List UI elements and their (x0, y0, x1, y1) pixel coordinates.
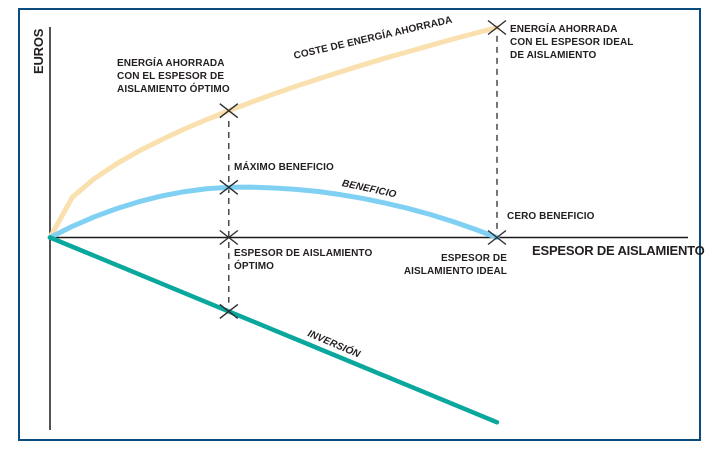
coste-energia-ahorrada-curve (47, 25, 500, 240)
inversion-line (47, 235, 500, 425)
x-marker (219, 229, 239, 246)
x-marker (487, 229, 507, 246)
guide-lines (228, 35, 498, 303)
annotation-energia-ahorrada-ideal: ENERGÍA AHORRADA CON EL ESPESOR IDEAL DE… (510, 24, 634, 61)
annotation-maximo-beneficio: MÁXIMO BENEFICIO (234, 162, 334, 173)
x-markers (219, 19, 507, 319)
beneficio-curve (47, 184, 500, 240)
y-axis-title: EUROS (31, 28, 46, 74)
annotation-energia-ahorrada-optimo: ENERGÍA AHORRADA CON EL ESPESOR DE AISLA… (117, 58, 230, 95)
figure-border (18, 8, 701, 441)
annotation-espesor-optimo: ESPESOR DE AISLAMIENTO ÓPTIMO (234, 248, 373, 272)
x-marker (219, 179, 239, 195)
x-marker (487, 19, 507, 36)
x-marker (219, 303, 239, 319)
x-axis-title: ESPESOR DE AISLAMIENTO (532, 243, 705, 258)
annotation-espesor-ideal: ESPESOR DE AISLAMIENTO IDEAL (403, 253, 507, 277)
annotation-cero-beneficio: CERO BENEFICIO (507, 211, 595, 222)
x-marker (219, 103, 239, 119)
